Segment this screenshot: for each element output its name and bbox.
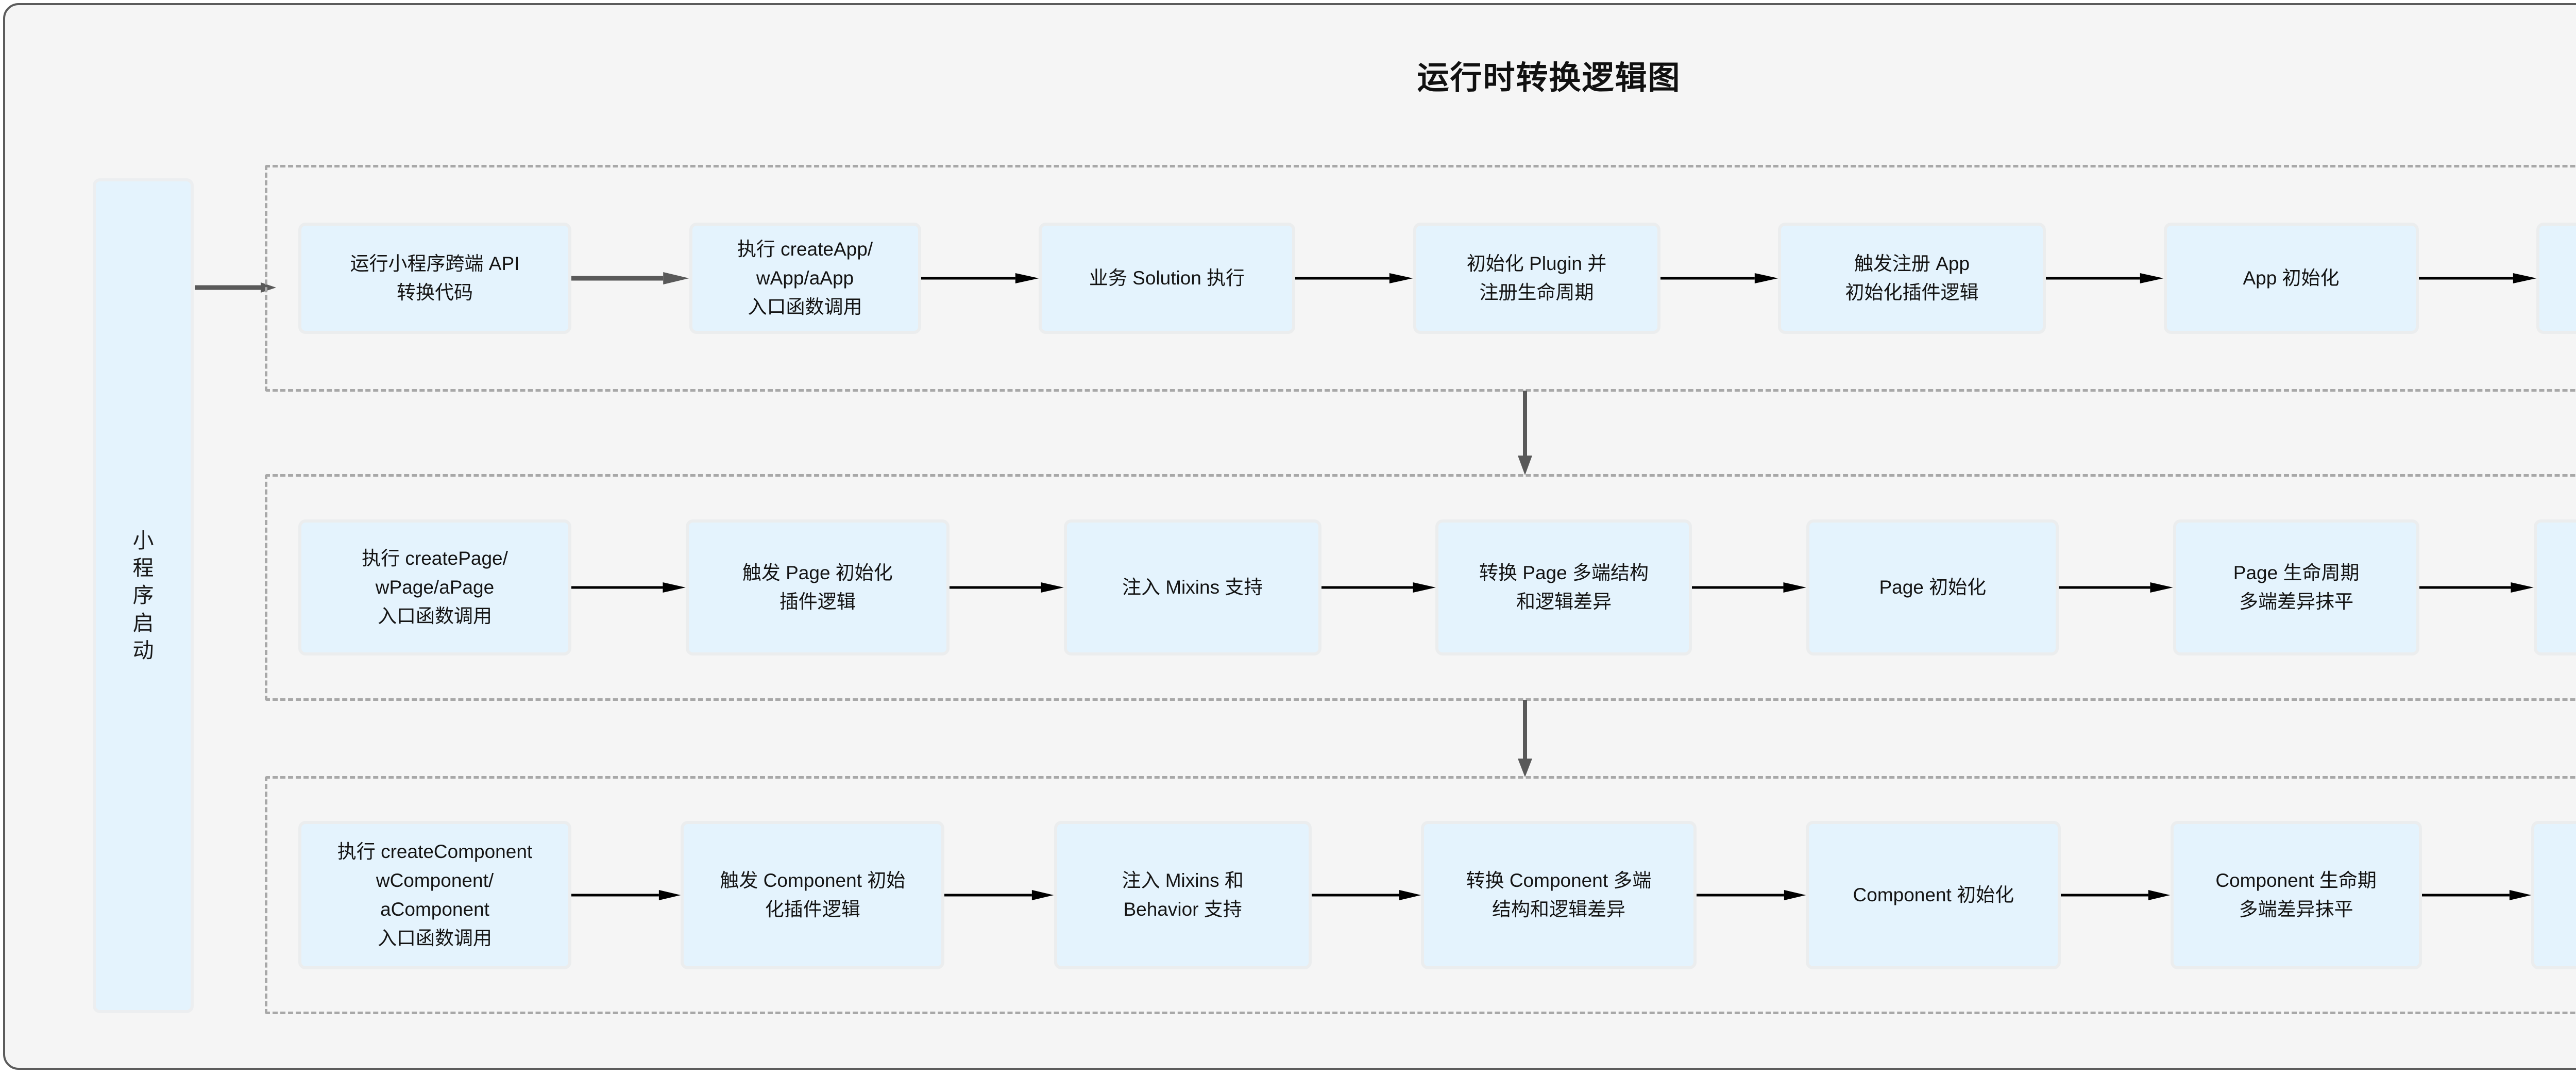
node-component-2[interactable]: 注入 Mixins 和 Behavior 支持 [1054, 821, 1312, 969]
node-component-1[interactable]: 触发 Component 初始 化插件逻辑 [681, 821, 945, 969]
group-component-row: 执行 createComponent wComponent/ aComponen… [265, 776, 2576, 1014]
node-app-0[interactable]: 运行小程序跨端 API 转换代码 [298, 223, 571, 334]
node-app-6[interactable]: 触发注册 App 生命周期插件逻辑 [2536, 223, 2576, 334]
start-arrow [195, 282, 277, 293]
node-page-0[interactable]: 执行 createPage/ wPage/aPage 入口函数调用 [298, 519, 571, 655]
diagram-canvas: 运行时转换逻辑图 小 程 序 启 动 运行小程序跨端 API 转换代码 执行 c… [3, 3, 2576, 1070]
node-app-4[interactable]: 触发注册 App 初始化插件逻辑 [1778, 223, 2046, 334]
page-title-text: 运行时转换逻辑图 [1417, 60, 1681, 96]
connector-arrow [571, 580, 686, 595]
connector-arrow [2061, 887, 2171, 903]
vertical-connector-arrow-page-to-component [1515, 700, 1535, 778]
connector-arrow [1660, 271, 1778, 286]
connector-arrow [1696, 887, 1806, 903]
node-app-3[interactable]: 初始化 Plugin 并 注册生命周期 [1413, 223, 1660, 334]
vertical-connector-arrow-app-to-page [1515, 391, 1535, 476]
group-page-row: 执行 createPage/ wPage/aPage 入口函数调用 触发 Pag… [265, 474, 2576, 701]
node-app-1[interactable]: 执行 createApp/ wApp/aApp 入口函数调用 [689, 223, 921, 334]
connector-arrow [1692, 580, 1807, 595]
node-page-1[interactable]: 触发 Page 初始化 插件逻辑 [685, 519, 950, 655]
connector-arrow [1295, 271, 1413, 286]
connector-arrow [2421, 887, 2531, 903]
connector-arrow [2419, 580, 2534, 595]
node-component-4[interactable]: Component 初始化 [1806, 821, 2061, 969]
node-page-4[interactable]: Page 初始化 [1806, 519, 2059, 655]
node-component-0[interactable]: 执行 createComponent wComponent/ aComponen… [298, 821, 571, 969]
node-page-3[interactable]: 转换 Page 多端结构 和逻辑差异 [1435, 519, 1692, 655]
start-node-label: 小 程 序 启 动 [132, 528, 154, 662]
node-component-6[interactable]: 执行小程序 Component 函数 [2531, 821, 2576, 969]
connector-arrow [949, 580, 1064, 595]
node-page-6[interactable]: 触发注册 Page 生命周期插件逻辑 [2533, 519, 2576, 655]
connector-arrow [2059, 580, 2174, 595]
node-component-3[interactable]: 转换 Component 多端 结构和逻辑差异 [1420, 821, 1697, 969]
node-app-5[interactable]: App 初始化 [2163, 223, 2419, 334]
connector-arrow [2046, 271, 2164, 286]
connector-arrow [2418, 271, 2536, 286]
page-title: 运行时转换逻辑图 [5, 52, 2576, 98]
connector-arrow [921, 271, 1039, 286]
group-app-row: 运行小程序跨端 API 转换代码 执行 createApp/ wApp/aApp… [265, 165, 2576, 392]
connector-arrow [944, 887, 1054, 903]
node-page-5[interactable]: Page 生命周期 多端差异抹平 [2173, 519, 2420, 655]
connector-arrow [571, 887, 681, 903]
node-app-2[interactable]: 业务 Solution 执行 [1039, 223, 1295, 334]
start-node-mini-program-launch: 小 程 序 启 动 [93, 178, 194, 1013]
node-page-2[interactable]: 注入 Mixins 支持 [1063, 519, 1321, 655]
row-app-nodes: 运行小程序跨端 API 转换代码 执行 createApp/ wApp/aApp… [267, 167, 2576, 389]
row-component-nodes: 执行 createComponent wComponent/ aComponen… [267, 779, 2576, 1012]
connector-arrow [1321, 580, 1436, 595]
connector-arrow [1311, 887, 1421, 903]
node-component-5[interactable]: Component 生命期 多端差异抹平 [2170, 821, 2422, 969]
connector-arrow [571, 271, 689, 286]
row-page-nodes: 执行 createPage/ wPage/aPage 入口函数调用 触发 Pag… [267, 477, 2576, 698]
